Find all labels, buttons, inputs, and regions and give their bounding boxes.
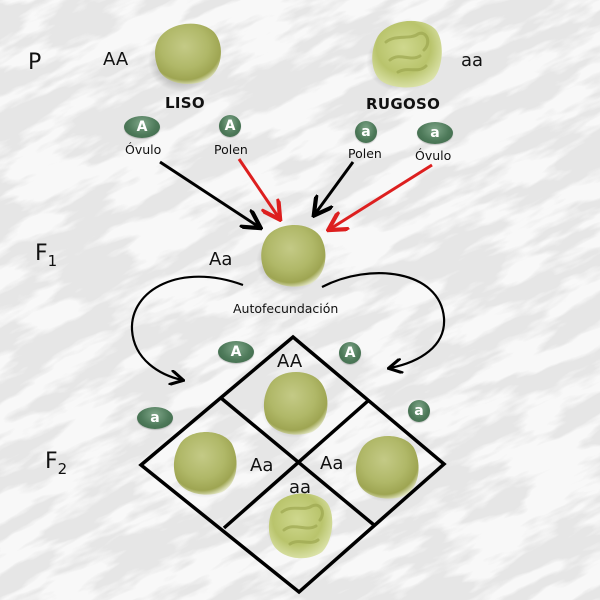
allele-badge-f2-left-A: A [218, 341, 254, 363]
generation-f2-subscript: 2 [57, 460, 68, 478]
punnett-divider-2 [222, 398, 371, 530]
punnett-genotype-top: AA [277, 351, 303, 372]
punnett-genotype-bottom: aa [289, 477, 312, 498]
generation-f1-subscript: 1 [47, 252, 58, 270]
arrow-polen-rugoso [315, 161, 355, 214]
generation-f1-letter: F [35, 241, 48, 266]
seed-wrinkled-parent [366, 20, 442, 92]
punnett-square [138, 334, 447, 595]
allele-badge-f2-right-A: A [339, 342, 361, 364]
seed-f2-Aa-left [173, 432, 237, 498]
allele-badge-f2-right-a: a [408, 400, 430, 422]
seed-f1 [256, 224, 326, 292]
label-ovulo-liso: Óvulo [125, 142, 162, 157]
arrow-polen-liso [237, 158, 279, 218]
label-autofecundacion: Autofecundación [233, 301, 339, 316]
generation-p-label: P [28, 50, 42, 75]
arrow-ovulo-liso [159, 160, 259, 227]
allele-badge-ovulo-liso: A [124, 116, 160, 138]
label-polen-liso: Polen [214, 142, 248, 157]
arrow-ovulo-rugoso [330, 163, 433, 229]
punnett-genotype-right: Aa [320, 453, 344, 474]
phenotype-liso: LISO [165, 94, 205, 112]
seed-smooth-parent [148, 23, 221, 92]
allele-badge-polen-rugoso: a [355, 121, 377, 143]
allele-badge-polen-liso: A [219, 115, 241, 137]
punnett-genotype-left: Aa [250, 455, 274, 476]
arrow-autofecundacion-right [321, 272, 446, 368]
label-polen-rugoso: Polen [348, 146, 382, 161]
genotype-f1: Aa [209, 249, 233, 270]
seed-f2-aa-wrinkled [266, 493, 334, 559]
arrow-autofecundacion-left [130, 275, 244, 380]
generation-f2-letter: F [45, 449, 58, 474]
phenotype-rugoso: RUGOSO [366, 95, 441, 113]
seed-f2-Aa-right [354, 436, 419, 502]
allele-badge-ovulo-rugoso: a [417, 122, 453, 144]
generation-f1-label: F1 [35, 241, 57, 270]
genotype-rugoso-parent: aa [461, 50, 484, 71]
punnett-outline [138, 334, 447, 595]
label-ovulo-rugoso: Óvulo [415, 148, 452, 163]
allele-badge-f2-left-a: a [137, 407, 173, 429]
generation-f2-label: F2 [45, 449, 67, 478]
genotype-liso-parent: AA [103, 49, 129, 70]
seed-f2-AA [261, 372, 328, 438]
